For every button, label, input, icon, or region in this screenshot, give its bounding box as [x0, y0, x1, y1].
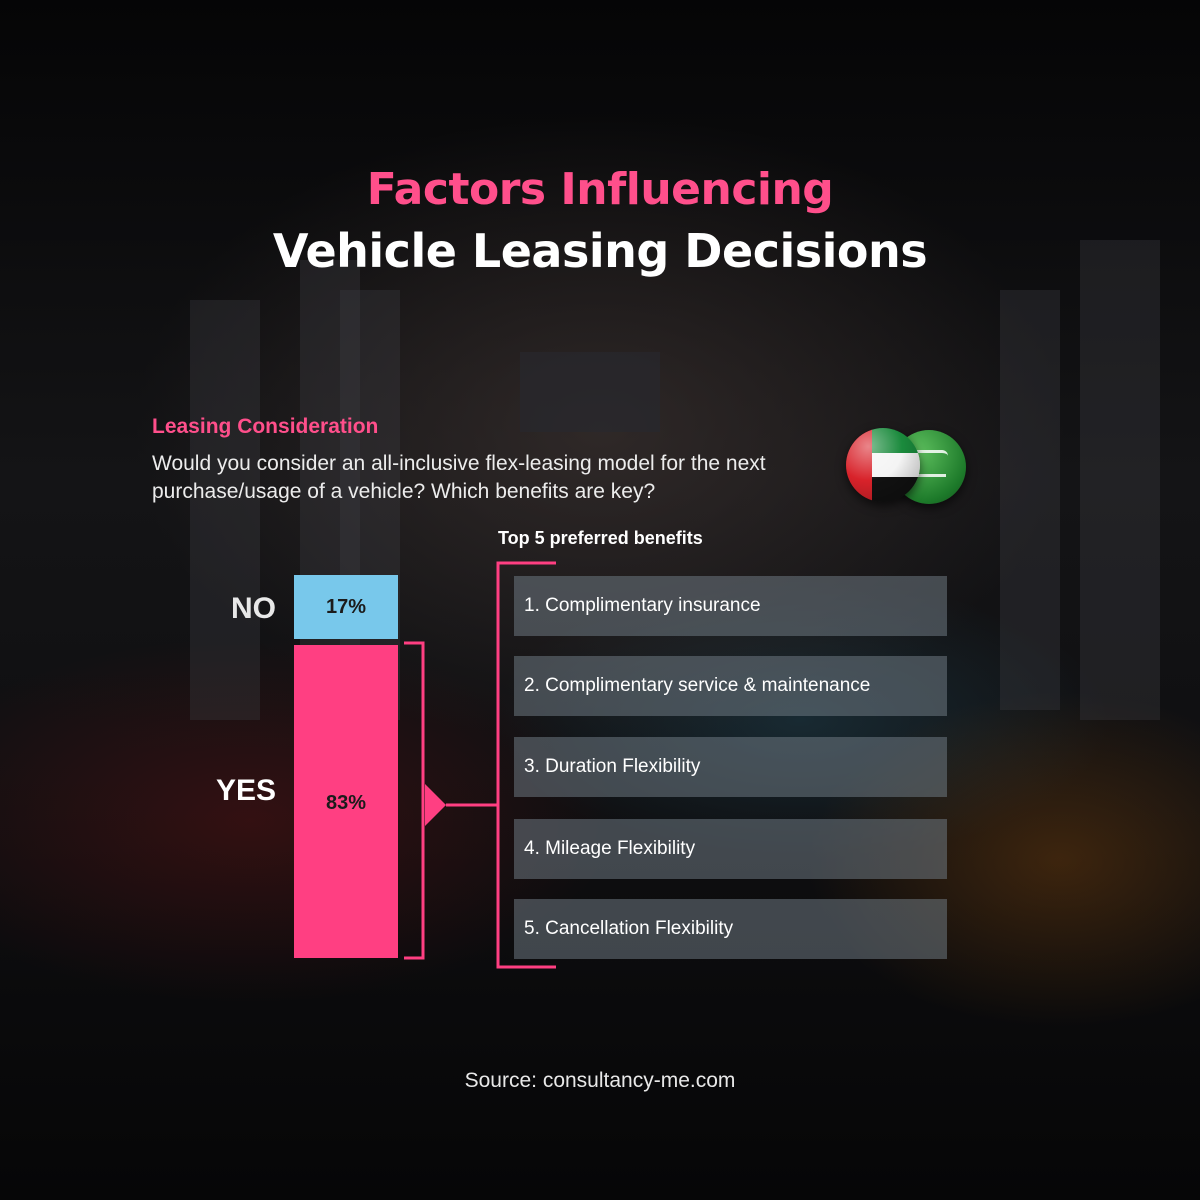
benefit-item-2: 2. Complimentary service & maintenance — [514, 656, 947, 716]
benefit-label: 2. Complimentary service & maintenance — [524, 675, 871, 696]
benefit-label: 3. Duration Flexibility — [524, 756, 701, 777]
bar-yes: 83% — [294, 645, 398, 958]
benefit-label: 1. Complimentary insurance — [524, 595, 761, 616]
flag-script-mark — [910, 450, 948, 463]
survey-question: Would you consider an all-inclusive flex… — [152, 452, 766, 503]
benefit-item-4: 4. Mileage Flexibility — [514, 819, 947, 879]
category-label-no: NO — [231, 592, 276, 625]
benefits-bracket — [496, 561, 556, 969]
flag-sword-mark — [912, 474, 946, 477]
bar-value-yes: 83% — [325, 792, 367, 814]
benefit-item-1: 1. Complimentary insurance — [514, 576, 947, 636]
yes-bracket — [404, 641, 425, 960]
section-label: Leasing Consideration — [152, 415, 379, 438]
benefits-title: Top 5 preferred benefits — [498, 528, 703, 548]
flag-green-band — [872, 428, 920, 453]
benefit-item-5: 5. Cancellation Flexibility — [514, 899, 947, 959]
flag-black-band — [872, 477, 920, 502]
skyline-tower — [190, 300, 260, 720]
title-line-2: Vehicle Leasing Decisions — [272, 224, 928, 278]
flag-red-band — [846, 428, 872, 502]
flag-shine — [846, 428, 920, 502]
yes-pointer — [425, 784, 446, 826]
benefit-item-3: 3. Duration Flexibility — [514, 737, 947, 797]
uae-flag-icon — [846, 428, 920, 502]
dealership-building — [520, 352, 660, 432]
skyline-tower — [300, 260, 360, 720]
bar-value-no: 17% — [325, 596, 367, 618]
benefit-label: 5. Cancellation Flexibility — [524, 918, 734, 939]
flag-white-band — [872, 453, 920, 477]
skyline-tower — [1000, 290, 1060, 710]
skyline-tower — [1080, 240, 1160, 720]
bar-no: 17% — [294, 575, 398, 639]
title-line-1: Factors Influencing — [366, 164, 834, 215]
benefit-label: 4. Mileage Flexibility — [524, 838, 696, 859]
source-note: Source: consultancy-me.com — [464, 1069, 736, 1092]
category-label-yes: YES — [215, 774, 276, 807]
